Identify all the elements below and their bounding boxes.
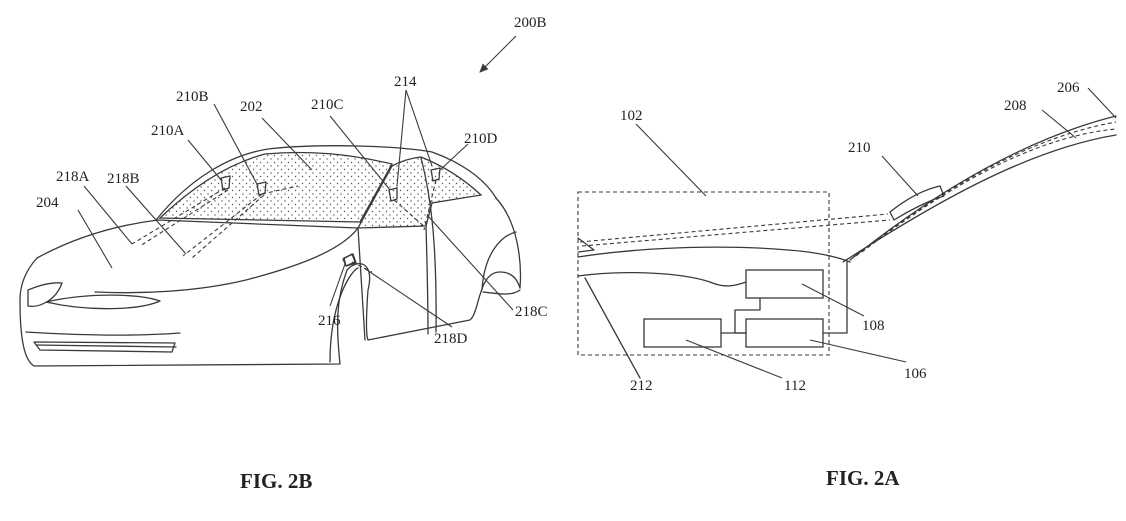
leader-214-b bbox=[405, 89, 433, 167]
leader-218d bbox=[363, 267, 453, 328]
label-218c: 218C bbox=[515, 304, 548, 320]
windshield-inner-208b bbox=[861, 128, 1117, 253]
leader-206 bbox=[1087, 87, 1117, 119]
leader-216 bbox=[329, 263, 346, 307]
caption-fig-2b: FIG. 2B bbox=[240, 469, 312, 493]
windshield-outer-206 bbox=[849, 115, 1117, 261]
label-204: 204 bbox=[36, 195, 59, 211]
dashboard-surface bbox=[577, 246, 851, 263]
beam-218c bbox=[393, 179, 437, 231]
leader-102 bbox=[635, 123, 707, 197]
fig-2b-drawing bbox=[19, 35, 522, 367]
label-218b: 218B bbox=[107, 171, 140, 187]
label-210c: 210C bbox=[311, 97, 344, 113]
leader-112 bbox=[685, 339, 783, 379]
leader-106 bbox=[809, 339, 907, 363]
fig-2b-labels: 200B 202 204 210A 210B 210C 210D 214 216… bbox=[36, 15, 548, 493]
grille bbox=[45, 294, 161, 310]
front-bumper bbox=[25, 331, 181, 348]
beam-path-b bbox=[581, 219, 891, 247]
leader-210b bbox=[213, 103, 259, 187]
beam-218a bbox=[131, 187, 229, 247]
a-pillar bbox=[357, 227, 366, 341]
b-pillar bbox=[420, 157, 437, 333]
label-210b: 210B bbox=[176, 89, 209, 105]
label-206: 206 bbox=[1057, 80, 1080, 96]
fig-2a-labels: 102 106 108 112 206 208 210 212 FIG. 2A bbox=[620, 80, 1080, 490]
lidar-unit-210 bbox=[889, 185, 945, 221]
door-shutline bbox=[425, 225, 429, 335]
leader-108 bbox=[801, 283, 865, 317]
label-218a: 218A bbox=[56, 169, 90, 185]
beam-218d bbox=[351, 261, 373, 273]
label-208: 208 bbox=[1004, 98, 1027, 114]
interior-contour bbox=[577, 272, 753, 287]
label-218d: 218D bbox=[434, 331, 468, 347]
headlight-left bbox=[27, 282, 63, 307]
leader-202 bbox=[261, 117, 313, 171]
leader-210-2a bbox=[881, 155, 919, 197]
sensor-210c bbox=[388, 187, 398, 202]
leader-210d bbox=[439, 143, 469, 171]
front-wheel-arch bbox=[329, 267, 359, 363]
module-106 bbox=[745, 318, 824, 348]
sensor-210a bbox=[220, 175, 231, 191]
leader-214-a bbox=[396, 89, 407, 187]
dashboard-lip bbox=[577, 237, 595, 253]
label-108: 108 bbox=[862, 318, 885, 334]
label-210d: 210D bbox=[464, 131, 498, 147]
label-202: 202 bbox=[240, 99, 263, 115]
module-108 bbox=[745, 269, 824, 299]
arrow-200b bbox=[479, 35, 517, 73]
module-112 bbox=[643, 318, 722, 348]
beam-path-a bbox=[579, 213, 889, 243]
car-rear-bumper bbox=[482, 289, 521, 295]
label-112: 112 bbox=[784, 378, 806, 394]
label-212: 212 bbox=[630, 378, 653, 394]
bumper-intake bbox=[33, 341, 176, 353]
car-hood-204 bbox=[36, 219, 359, 294]
beam-218b bbox=[182, 185, 299, 259]
caption-fig-2a: FIG. 2A bbox=[826, 466, 900, 490]
leader-204 bbox=[77, 209, 113, 269]
label-106: 106 bbox=[904, 366, 927, 382]
label-210-2a: 210 bbox=[848, 140, 871, 156]
label-200b: 200B bbox=[514, 15, 547, 31]
label-210a: 210A bbox=[151, 123, 185, 139]
label-214: 214 bbox=[394, 74, 417, 90]
side-window bbox=[356, 156, 483, 229]
label-216: 216 bbox=[318, 313, 341, 329]
leader-210c bbox=[329, 115, 391, 191]
windshield-base bbox=[842, 134, 1117, 263]
sensor-216 bbox=[342, 253, 356, 267]
leader-218a bbox=[83, 185, 133, 245]
windshield-202 bbox=[158, 151, 393, 223]
leader-218b bbox=[125, 185, 187, 255]
windshield-inner-208a bbox=[855, 121, 1117, 257]
leader-212 bbox=[584, 277, 641, 379]
connector-106-windshield bbox=[822, 261, 848, 334]
car-body-outline bbox=[19, 197, 522, 367]
sensor-210d bbox=[430, 167, 441, 182]
fig-2a-drawing bbox=[577, 87, 1117, 379]
region-102 bbox=[577, 191, 830, 356]
rear-wheel-arch bbox=[481, 231, 517, 291]
label-102: 102 bbox=[620, 108, 643, 124]
leader-208 bbox=[1041, 109, 1077, 139]
car-roof bbox=[155, 145, 497, 221]
leader-210a bbox=[187, 139, 222, 181]
leader-218c bbox=[427, 215, 514, 311]
